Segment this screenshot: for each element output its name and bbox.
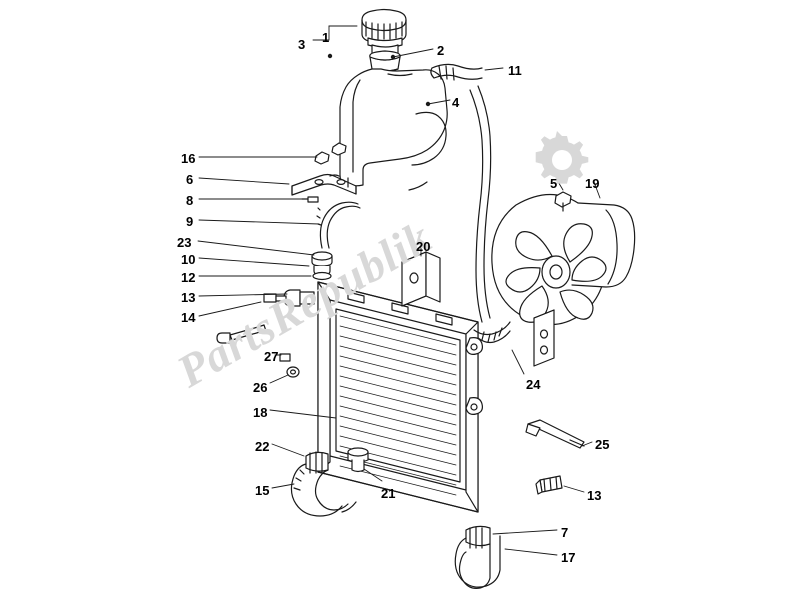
part-fan-support-bracket bbox=[401, 251, 441, 307]
callout-21: 21 bbox=[381, 486, 396, 501]
part-hose-clip bbox=[535, 475, 563, 495]
callout-6: 6 bbox=[186, 172, 194, 187]
callout-3: 3 bbox=[298, 37, 306, 52]
part-bracket-nut bbox=[314, 142, 347, 165]
callout-11: 11 bbox=[508, 63, 522, 78]
callout-15: 15 bbox=[255, 483, 270, 498]
callout-22: 22 bbox=[255, 439, 270, 454]
callout-23: 23 bbox=[177, 235, 192, 250]
callout-13-right: 13 bbox=[587, 488, 602, 503]
callout-12: 12 bbox=[181, 270, 196, 285]
part-return-hose bbox=[454, 525, 501, 589]
part-lower-radiator-hose bbox=[290, 451, 357, 517]
callout-18: 18 bbox=[253, 405, 268, 420]
part-cooling-fan-assembly bbox=[491, 193, 636, 367]
part-expansion-tank bbox=[339, 68, 448, 191]
callout-8: 8 bbox=[186, 193, 194, 208]
callout-1: 1 bbox=[322, 30, 330, 45]
callout-7: 7 bbox=[561, 525, 569, 540]
callout-20: 20 bbox=[416, 239, 431, 254]
part-expansion-tank-cap bbox=[361, 8, 407, 56]
callout-10: 10 bbox=[181, 252, 196, 267]
callout-25: 25 bbox=[595, 437, 610, 452]
callout-2: 2 bbox=[437, 43, 445, 58]
callout-17: 17 bbox=[561, 550, 576, 565]
part-upper-hose bbox=[469, 85, 511, 344]
callout-27: 27 bbox=[264, 349, 279, 364]
part-overflow-hose bbox=[316, 201, 361, 249]
callout-19: 19 bbox=[585, 176, 600, 191]
callout-14: 14 bbox=[181, 310, 196, 325]
part-tank-filler-neck bbox=[369, 50, 401, 72]
callout-5: 5 bbox=[550, 176, 558, 191]
part-radiator bbox=[317, 281, 483, 513]
callout-4: 4 bbox=[452, 95, 460, 110]
leader-lines bbox=[197, 25, 601, 556]
callout-13-left: 13 bbox=[181, 290, 196, 305]
callout-26: 26 bbox=[253, 380, 268, 395]
part-bracket-screw bbox=[301, 196, 319, 203]
part-tank-bracket bbox=[291, 173, 357, 196]
part-upper-hose-top bbox=[430, 63, 483, 81]
part-radiator-cap bbox=[311, 251, 333, 281]
callout-24: 24 bbox=[526, 377, 541, 392]
callout-16: 16 bbox=[181, 151, 196, 166]
part-radiator-mount-bolt bbox=[216, 289, 315, 344]
part-drain-plug bbox=[347, 447, 369, 473]
part-cable-tie bbox=[525, 419, 585, 449]
leader-dots bbox=[327, 53, 431, 107]
part-fan-mount-bolt bbox=[554, 191, 572, 212]
part-mount-spacer bbox=[279, 353, 300, 378]
callout-9: 9 bbox=[186, 214, 194, 229]
